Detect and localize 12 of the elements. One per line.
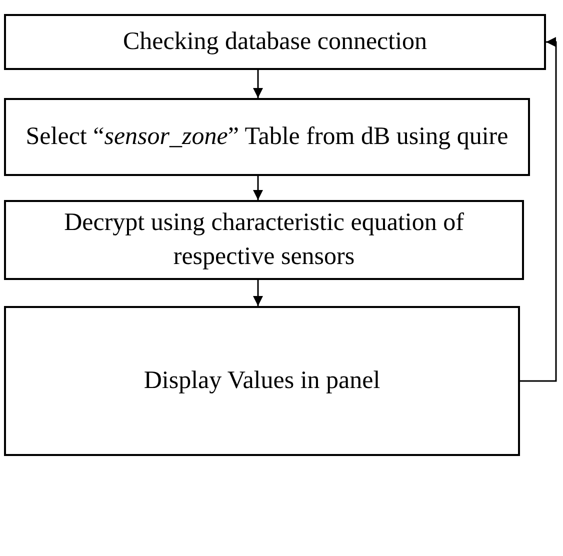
box-text: Display Values in panel bbox=[144, 366, 380, 396]
process-box bbox=[4, 306, 520, 456]
process-box bbox=[4, 200, 524, 280]
box-text: Decrypt using characteristic equation of respective sensors bbox=[63, 208, 465, 272]
process-box bbox=[4, 14, 546, 70]
process-box bbox=[4, 98, 530, 176]
arrow bbox=[253, 280, 263, 306]
box-text: Select “sensor_zone” Table from dB using quire bbox=[26, 122, 508, 152]
arrow bbox=[253, 176, 263, 200]
box-text: Checking database connection bbox=[122, 27, 428, 57]
arrow bbox=[520, 37, 557, 382]
arrow bbox=[253, 70, 263, 98]
